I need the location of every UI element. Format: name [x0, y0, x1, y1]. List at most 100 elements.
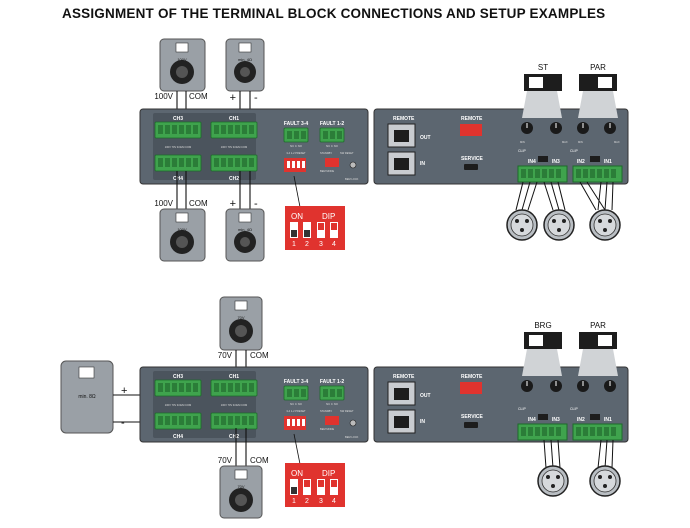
mode-label-brg: BRG	[534, 321, 551, 330]
mode-zoom-st: ST	[522, 63, 562, 118]
speaker-70v-bottom: 70V	[219, 465, 263, 519]
remote-label: REMOTE	[393, 374, 415, 380]
input-terminal-34[interactable]	[517, 423, 568, 441]
gain-knob-ch2[interactable]	[576, 121, 590, 135]
ch4-label: CH4	[173, 434, 183, 440]
dip-zoom-1: ON DIP 1 2 3 4	[285, 206, 345, 250]
xlr-input-3[interactable]	[543, 209, 575, 241]
wires-bottom-2	[235, 428, 247, 466]
terminal-ch1[interactable]	[210, 121, 258, 139]
speaker-label: min. 4Ω	[238, 57, 252, 62]
speaker-4ohm-bottom: min. 4Ω	[225, 208, 265, 262]
ch1-label: CH1	[229, 374, 239, 380]
fault-pins: NC C NO	[326, 144, 339, 148]
knob-max: MAX	[614, 140, 620, 144]
clip-label: CLIP	[518, 407, 526, 411]
bem-lock-label: BEM LOCK	[345, 177, 359, 181]
input-terminal-12[interactable]	[572, 165, 623, 183]
terminal-ch2[interactable]	[210, 412, 258, 430]
terminal-ch3[interactable]	[154, 121, 202, 139]
mode-zoom-par: PAR	[578, 63, 618, 118]
page-title: ASSIGNMENT OF THE TERMINAL BLOCK CONNECT…	[62, 6, 606, 21]
in3-label: IN3	[552, 417, 560, 423]
mode-switch-34[interactable]	[538, 156, 548, 162]
reset-button[interactable]	[349, 161, 357, 169]
service-label: SERVICE	[461, 414, 484, 420]
pin-labels: 100V 70V 4OHM COM	[165, 145, 191, 149]
speaker-100v-top: 100V	[159, 38, 206, 92]
ch4-label: CH4	[173, 176, 183, 182]
xlr-wires-2	[543, 439, 614, 469]
in1-label: IN1	[604, 159, 612, 165]
reset-button[interactable]	[349, 419, 357, 427]
dip-num: 2	[305, 498, 309, 505]
mode-switch-12[interactable]	[590, 156, 600, 162]
mode-label-st: ST	[538, 63, 548, 72]
pin-labels: 100V 70V 4OHM COM	[165, 403, 191, 407]
in-label: IN	[420, 419, 425, 425]
input-terminal-12[interactable]	[572, 423, 623, 441]
mode-switch-12[interactable]	[590, 414, 600, 420]
mode-switch-34[interactable]	[538, 414, 548, 420]
gain-knob-ch4[interactable]	[520, 121, 534, 135]
fault34-label: FAULT 3-4	[284, 121, 309, 127]
dip-num: 4	[332, 241, 336, 248]
terminal-fault34[interactable]	[283, 127, 309, 143]
wire-label: 100V	[154, 199, 173, 208]
gain-knob-ch3[interactable]	[549, 121, 563, 135]
speaker-100v-bottom: 100V	[159, 208, 206, 262]
mode-zoom-par-2: PAR	[578, 321, 618, 376]
dip-num: 1	[292, 241, 296, 248]
gain-knob-ch4[interactable]	[520, 379, 534, 393]
dip-switch-mode[interactable]	[325, 416, 339, 425]
fault12-label: FAULT 1-2	[320, 379, 345, 385]
service-port[interactable]	[464, 164, 478, 170]
gain-knob-ch3[interactable]	[549, 379, 563, 393]
input-terminal-34[interactable]	[517, 165, 568, 183]
knob-max: MAX	[562, 140, 568, 144]
preset-label: 3-4 1-2 PRESET	[286, 409, 306, 413]
remote-dip[interactable]	[460, 124, 482, 136]
out-label: OUT	[420, 135, 431, 141]
terminal-ch4[interactable]	[154, 412, 202, 430]
xlr-input-4[interactable]	[506, 209, 538, 241]
remote-dip[interactable]	[460, 382, 482, 394]
wire-label: +	[230, 92, 236, 104]
bem-mode-label: BEM MODE	[320, 169, 334, 173]
wire-label: 70V	[218, 351, 233, 360]
wire-label: COM	[189, 92, 208, 101]
terminal-fault12[interactable]	[319, 127, 345, 143]
speaker-label: 100V	[177, 227, 187, 232]
dip-on-label: ON	[291, 469, 303, 478]
ch2-label: CH2	[229, 176, 239, 182]
xlr-input-1[interactable]	[589, 209, 621, 241]
terminal-fault34[interactable]	[283, 385, 309, 401]
terminal-ch1[interactable]	[210, 379, 258, 397]
wire-label: -	[254, 198, 258, 210]
gain-knob-ch1[interactable]	[603, 379, 617, 393]
xlr-input-3[interactable]	[537, 465, 569, 497]
wire-label: 70V	[218, 456, 233, 465]
speaker-label: min. 4Ω	[238, 227, 252, 232]
sw-reset-label: SW RESET	[340, 409, 354, 413]
terminal-ch4[interactable]	[154, 154, 202, 172]
service-port[interactable]	[464, 422, 478, 428]
terminal-ch3[interactable]	[154, 379, 202, 397]
gain-knob-ch2[interactable]	[576, 379, 590, 393]
dip-num: 1	[292, 498, 296, 505]
dip-lever-1	[291, 230, 297, 237]
standby-label: STANDBY	[320, 151, 332, 155]
bem-lock-label: BEM LOCK	[345, 435, 359, 439]
terminal-fault12[interactable]	[319, 385, 345, 401]
gain-knob-ch1[interactable]	[603, 121, 617, 135]
dip-num: 4	[332, 498, 336, 505]
fault-pins: NC C NO	[290, 144, 303, 148]
terminal-ch2[interactable]	[210, 154, 258, 172]
knob-min: MIN	[578, 140, 583, 144]
in1-label: IN1	[604, 417, 612, 423]
wire-label: +	[121, 385, 127, 397]
mode-label-par: PAR	[590, 63, 606, 72]
xlr-input-1[interactable]	[589, 465, 621, 497]
in2-label: IN2	[577, 159, 585, 165]
dip-switch-mode[interactable]	[325, 158, 339, 167]
